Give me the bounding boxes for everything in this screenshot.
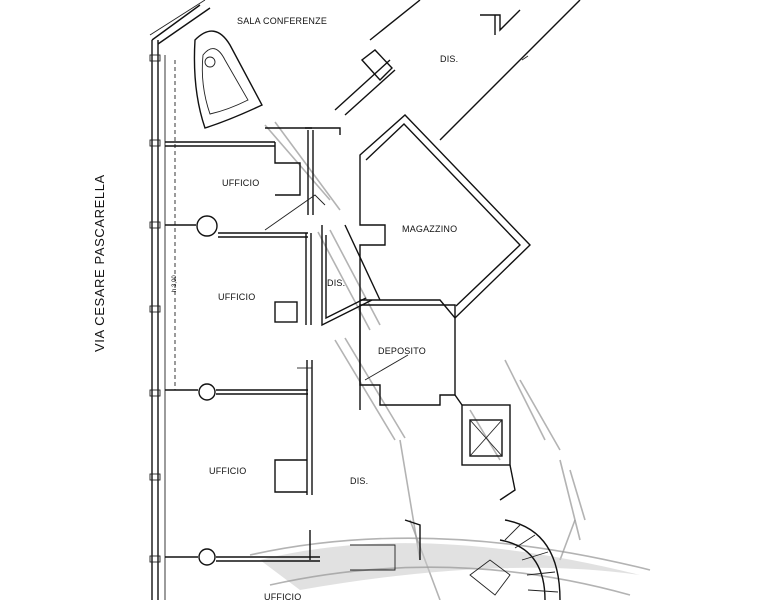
watermark-logo (249, 121, 651, 600)
magazzino-walls (359, 114, 531, 320)
room-label-ufficio-2: UFFICIO (218, 292, 255, 302)
ufficio-2-walls (165, 215, 312, 325)
spiral-staircase (350, 519, 561, 600)
room-label-dis-middle: DIS. (327, 278, 345, 288)
room-label-deposito: DEPOSITO (378, 346, 426, 356)
deposito-walls (359, 300, 456, 410)
ufficio-4-walls (165, 530, 320, 566)
room-label-ufficio-4: UFFICIO (264, 592, 301, 600)
height-note: h 3,00 (172, 275, 178, 292)
room-label-magazzino: MAGAZZINO (402, 224, 457, 234)
exterior-wall (149, 0, 211, 600)
room-label-ufficio-3: UFFICIO (209, 466, 246, 476)
room-label-sala-conferenze: SALA CONFERENZE (237, 16, 327, 26)
room-label-dis-bottom: DIS. (350, 476, 368, 486)
upper-walls (265, 0, 581, 141)
elevator-shaft (454, 394, 516, 501)
ufficio-3-walls (165, 360, 313, 495)
dis-middle-walls (321, 224, 381, 327)
room-label-dis-top: DIS. (440, 54, 458, 64)
room-label-ufficio-1: UFFICIO (222, 178, 259, 188)
conference-table (193, 30, 263, 129)
ufficio-1-walls (165, 130, 326, 231)
street-label: VIA CESARE PASCARELLA (92, 174, 107, 352)
